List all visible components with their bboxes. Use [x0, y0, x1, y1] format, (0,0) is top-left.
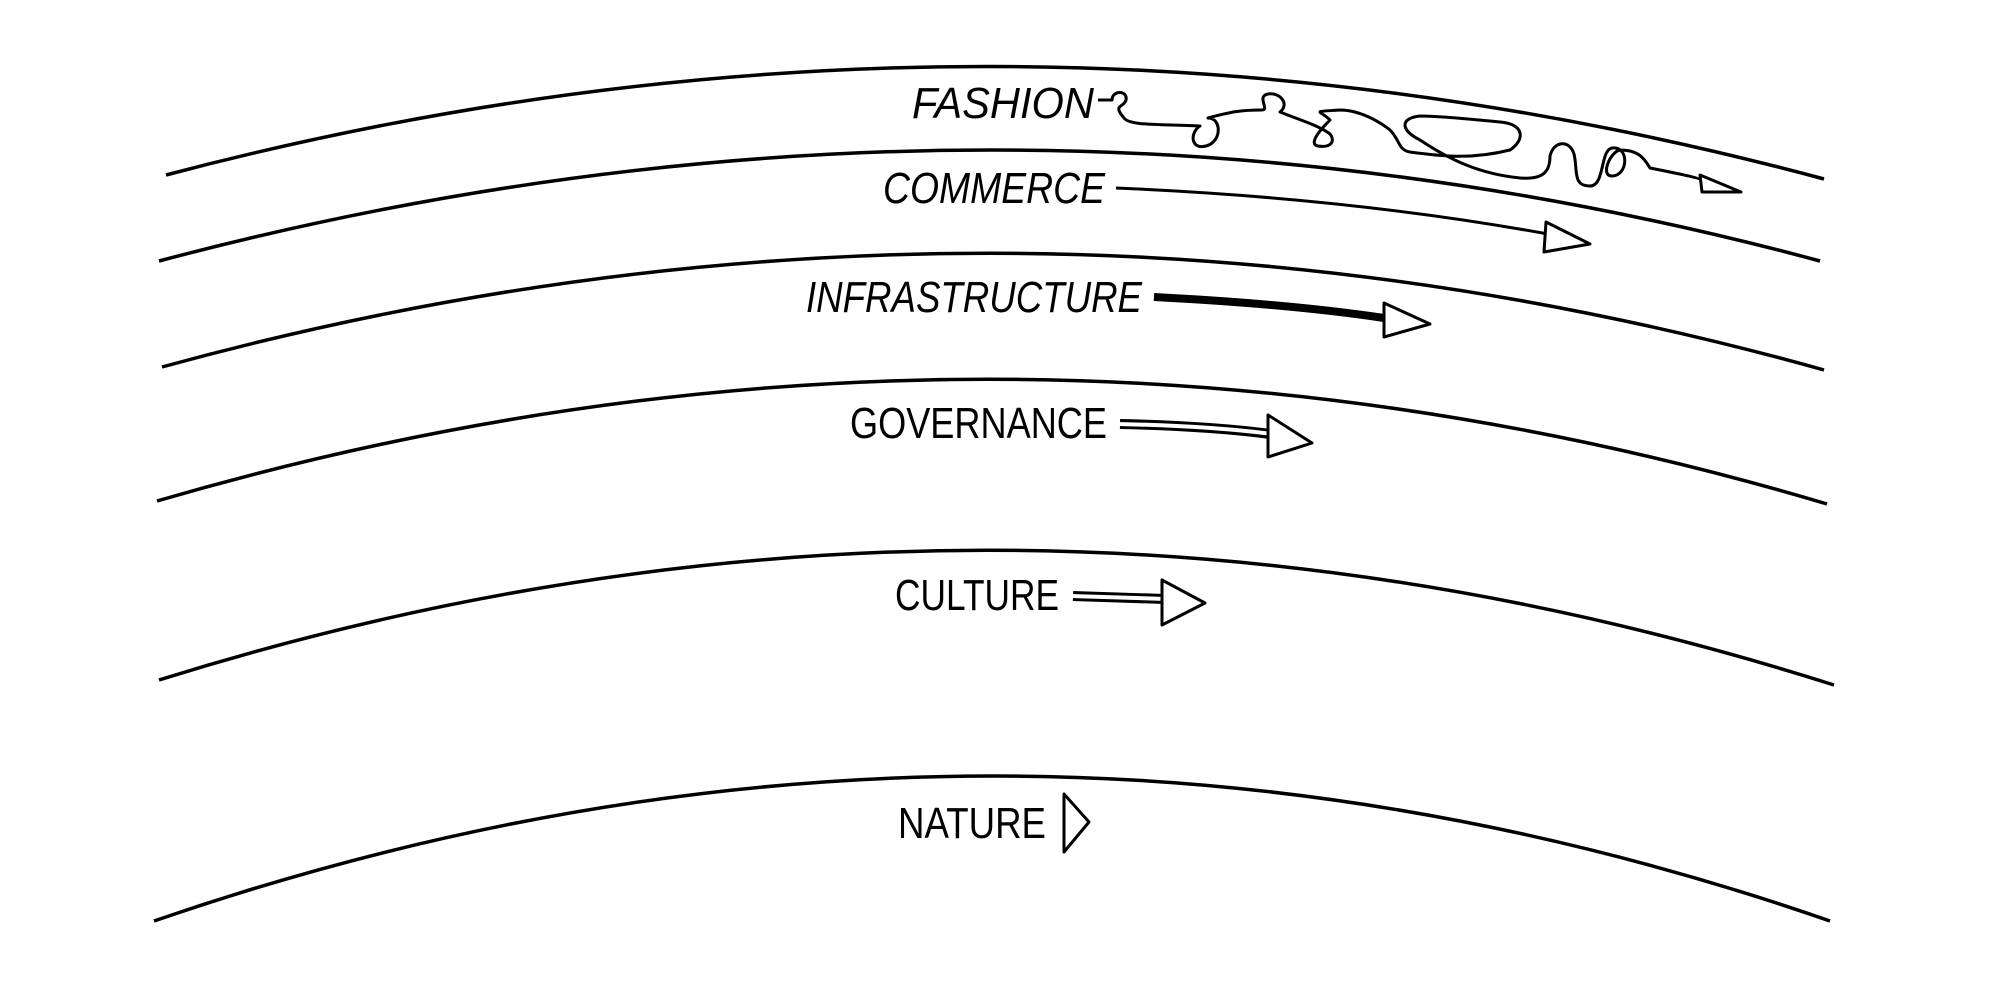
label-nature: NATURE: [898, 799, 1046, 848]
layer-curve-3: [161, 251, 1825, 372]
layer-curve-5: [158, 548, 1835, 687]
layer-curve-2: [158, 148, 1821, 263]
label-infrastructure: INFRASTRUCTURE: [806, 273, 1143, 322]
layer-curve-4: [156, 377, 1828, 506]
label-governance: GOVERNANCE: [850, 399, 1107, 448]
label-culture: CULTURE: [895, 571, 1059, 620]
layer-curve-6: [153, 774, 1831, 923]
thin-arrow-icon: [1115, 186, 1592, 254]
layer-curve-1: [165, 64, 1825, 181]
label-commerce: COMMERCE: [883, 164, 1106, 213]
thick-arrow-icon: [1153, 293, 1432, 339]
label-fashion: FASHION: [912, 79, 1094, 128]
squiggly-arrow-icon: [1098, 91, 1743, 194]
short-double-arrow-icon: [1070, 578, 1207, 627]
arrowhead-icon: [1062, 792, 1091, 854]
double-line-arrow-icon: [1117, 413, 1314, 459]
